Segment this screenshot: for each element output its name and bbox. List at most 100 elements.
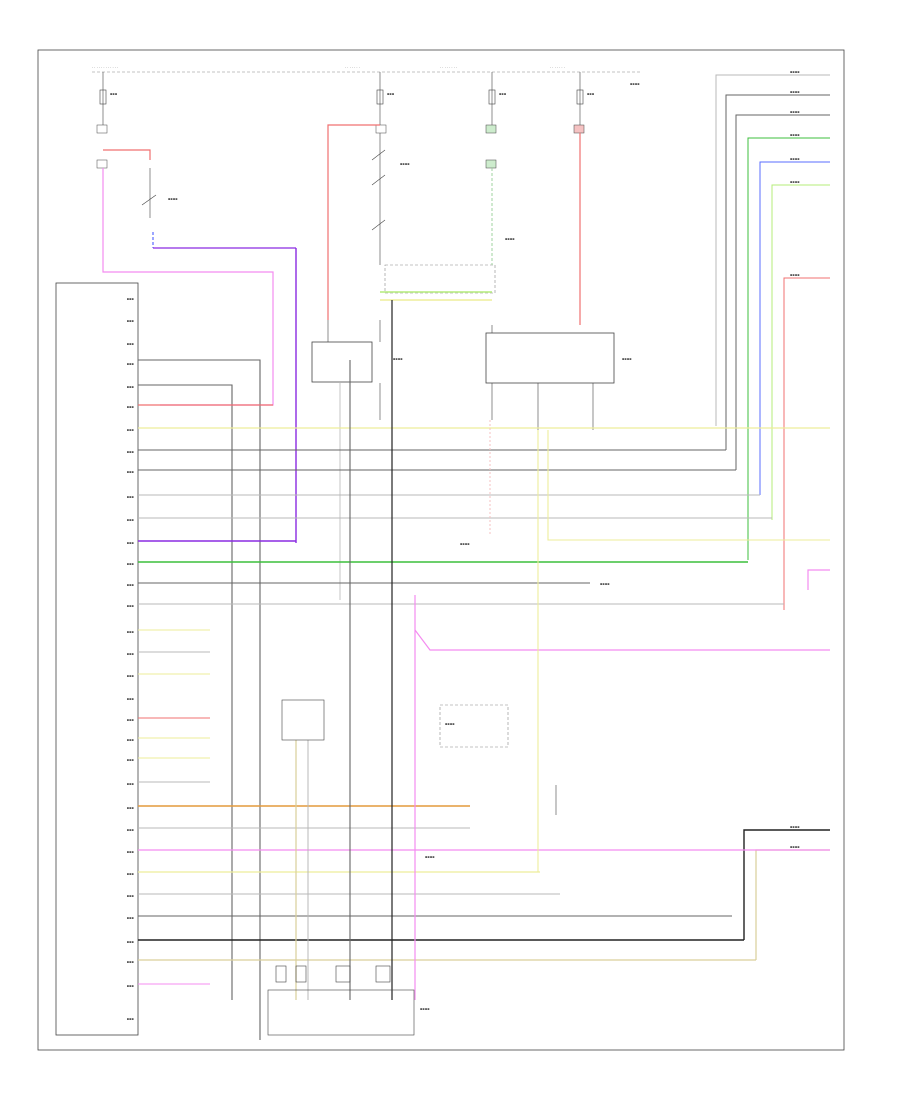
rlabel-6: ▪▪▪▪: [790, 180, 800, 184]
pin-label-28: ▪▪▪: [127, 894, 135, 898]
pin-1: [275, 965, 287, 983]
connector-c3: [375, 124, 387, 134]
right-stack-wires: [715, 74, 830, 960]
bottom-connector-pins: [275, 965, 391, 983]
pin-label-20: ▪▪▪: [127, 718, 135, 722]
center-switch-block: ▪▪▪▪ ▪▪▪▪: [371, 133, 515, 294]
pin-label-7: ▪▪▪: [127, 428, 135, 432]
pin-label-31: ▪▪▪: [127, 960, 135, 964]
power-bus-label-3: · · · · · · · ·: [440, 66, 457, 70]
pin-label-33: ▪▪▪: [127, 1017, 135, 1021]
pin-label-29: ▪▪▪: [127, 916, 135, 920]
fuse-text: ▪▪▪ ▪▪▪ ▪▪▪ ▪▪▪ ▪▪▪▪: [110, 82, 640, 96]
control-module: [55, 282, 139, 1036]
brake-switch-label: ▪▪▪▪: [168, 197, 178, 201]
right-center-label: ▪▪▪▪: [600, 582, 610, 586]
connector-c5: [573, 124, 585, 134]
module-pin-labels: ▪▪▪ ▪▪▪ ▪▪▪ ▪▪▪ ▪▪▪ ▪▪▪ ▪▪▪ ▪▪▪ ▪▪▪ ▪▪▪ …: [127, 297, 135, 1021]
pin-label-27: ▪▪▪: [127, 872, 135, 876]
pin-label-2: ▪▪▪: [127, 319, 135, 323]
sensor-right-label: ▪▪▪▪: [622, 357, 632, 361]
right-stack-labels: ▪▪▪▪ ▪▪▪▪ ▪▪▪▪ ▪▪▪▪ ▪▪▪▪ ▪▪▪▪ ▪▪▪▪ ▪▪▪▪ …: [790, 70, 800, 849]
bottom-verticals: [295, 300, 830, 1000]
right-wire-black-bottom: [743, 829, 830, 940]
rlabel-5: ▪▪▪▪: [790, 157, 800, 161]
rlabel-4: ▪▪▪▪: [790, 133, 800, 137]
bottom-connector: [267, 989, 415, 1036]
rlabel-7: ▪▪▪▪: [790, 273, 800, 277]
sensor-left-label: ▪▪▪▪: [393, 357, 403, 361]
vertical-leads: [339, 383, 594, 600]
brake-switch-contact: [141, 194, 157, 206]
sensor-right-box: [485, 332, 615, 384]
switch-b-contact: [371, 174, 386, 186]
diagram-frame: [37, 49, 845, 1051]
fuse-group: [99, 72, 584, 125]
sensor-row: ▪▪▪▪ ▪▪▪▪: [311, 320, 632, 384]
connector-c2: [96, 159, 108, 169]
right-wire-3: [735, 114, 830, 470]
pin-label-21: ▪▪▪: [127, 738, 135, 742]
pin-label-1: ▪▪▪: [127, 297, 135, 301]
pin-label-22: ▪▪▪: [127, 758, 135, 762]
component-b: [439, 704, 509, 748]
lower-components: ▪▪▪▪ ▪▪▪▪ ▪▪▪▪ ▪▪▪▪: [281, 542, 610, 859]
rlabel-1: ▪▪▪▪: [790, 70, 800, 74]
pin-label-17: ▪▪▪: [127, 652, 135, 656]
pin-label-13: ▪▪▪: [127, 562, 135, 566]
pin-label-24: ▪▪▪: [127, 806, 135, 810]
red-wire-top: [103, 149, 151, 160]
right-wire-2: [725, 94, 830, 450]
red-wire-center: [327, 124, 380, 320]
fuse-3-text: ▪▪▪: [499, 92, 507, 96]
rlabel-9: ▪▪▪▪: [790, 845, 800, 849]
pin-label-26: ▪▪▪: [127, 850, 135, 854]
switch-a-label: ▪▪▪▪: [400, 162, 410, 166]
fuse-2-text: ▪▪▪: [387, 92, 395, 96]
pin-label-6: ▪▪▪: [127, 405, 135, 409]
pin-label-18: ▪▪▪: [127, 674, 135, 678]
component-a: [281, 699, 325, 741]
fuse-1-text: ▪▪▪: [110, 92, 118, 96]
pin-label-15: ▪▪▪: [127, 604, 135, 608]
rlabel-2: ▪▪▪▪: [790, 90, 800, 94]
pink-branch-right: [414, 629, 830, 651]
power-bus-label-2: · · · · · · ·: [345, 66, 360, 70]
sensor-left-box: [311, 341, 373, 383]
connector-c6: [485, 159, 497, 169]
right-wire-lightgreen: [771, 184, 830, 520]
fuse-2: [376, 89, 384, 105]
component-b-label: ▪▪▪▪: [445, 722, 455, 726]
pin-label-25: ▪▪▪: [127, 828, 135, 832]
switch-c-label: ▪▪▪▪: [505, 237, 515, 241]
bottom-connector-label: ▪▪▪▪: [420, 1007, 430, 1011]
module-wires: [138, 359, 830, 1040]
center-label: ▪▪▪▪: [460, 542, 470, 546]
switch-module-box: [384, 264, 496, 294]
switch-c-contact: [371, 219, 386, 231]
connector-c1: [96, 124, 108, 134]
pin-2: [295, 965, 307, 983]
fuse-4: [576, 89, 584, 105]
pin-label-14: ▪▪▪: [127, 583, 135, 587]
power-bus-label-4: · · · · · · ·: [550, 66, 565, 70]
rlabel-3: ▪▪▪▪: [790, 110, 800, 114]
pin-label-16: ▪▪▪: [127, 630, 135, 634]
right-wire-1: [715, 74, 830, 426]
connector-c4: [485, 124, 497, 134]
fuse-connectors: [96, 124, 585, 169]
pin-label-4: ▪▪▪: [127, 362, 135, 366]
right-wire-green: [747, 137, 830, 560]
power-bus-label-1: · · · · · · · · · · · ·: [92, 66, 118, 70]
pin-label-5: ▪▪▪: [127, 385, 135, 389]
pin-3: [335, 965, 351, 983]
fuse-4-text: ▪▪▪: [587, 92, 595, 96]
pin-label-32: ▪▪▪: [127, 984, 135, 988]
fuse-3: [488, 89, 496, 105]
rlabel-8: ▪▪▪▪: [790, 825, 800, 829]
right-wire-blue: [759, 161, 830, 495]
fuse-4-notes: ▪▪▪▪: [630, 82, 640, 86]
pin-label-3: ▪▪▪: [127, 342, 135, 346]
yellow-branch-right: [547, 430, 830, 541]
